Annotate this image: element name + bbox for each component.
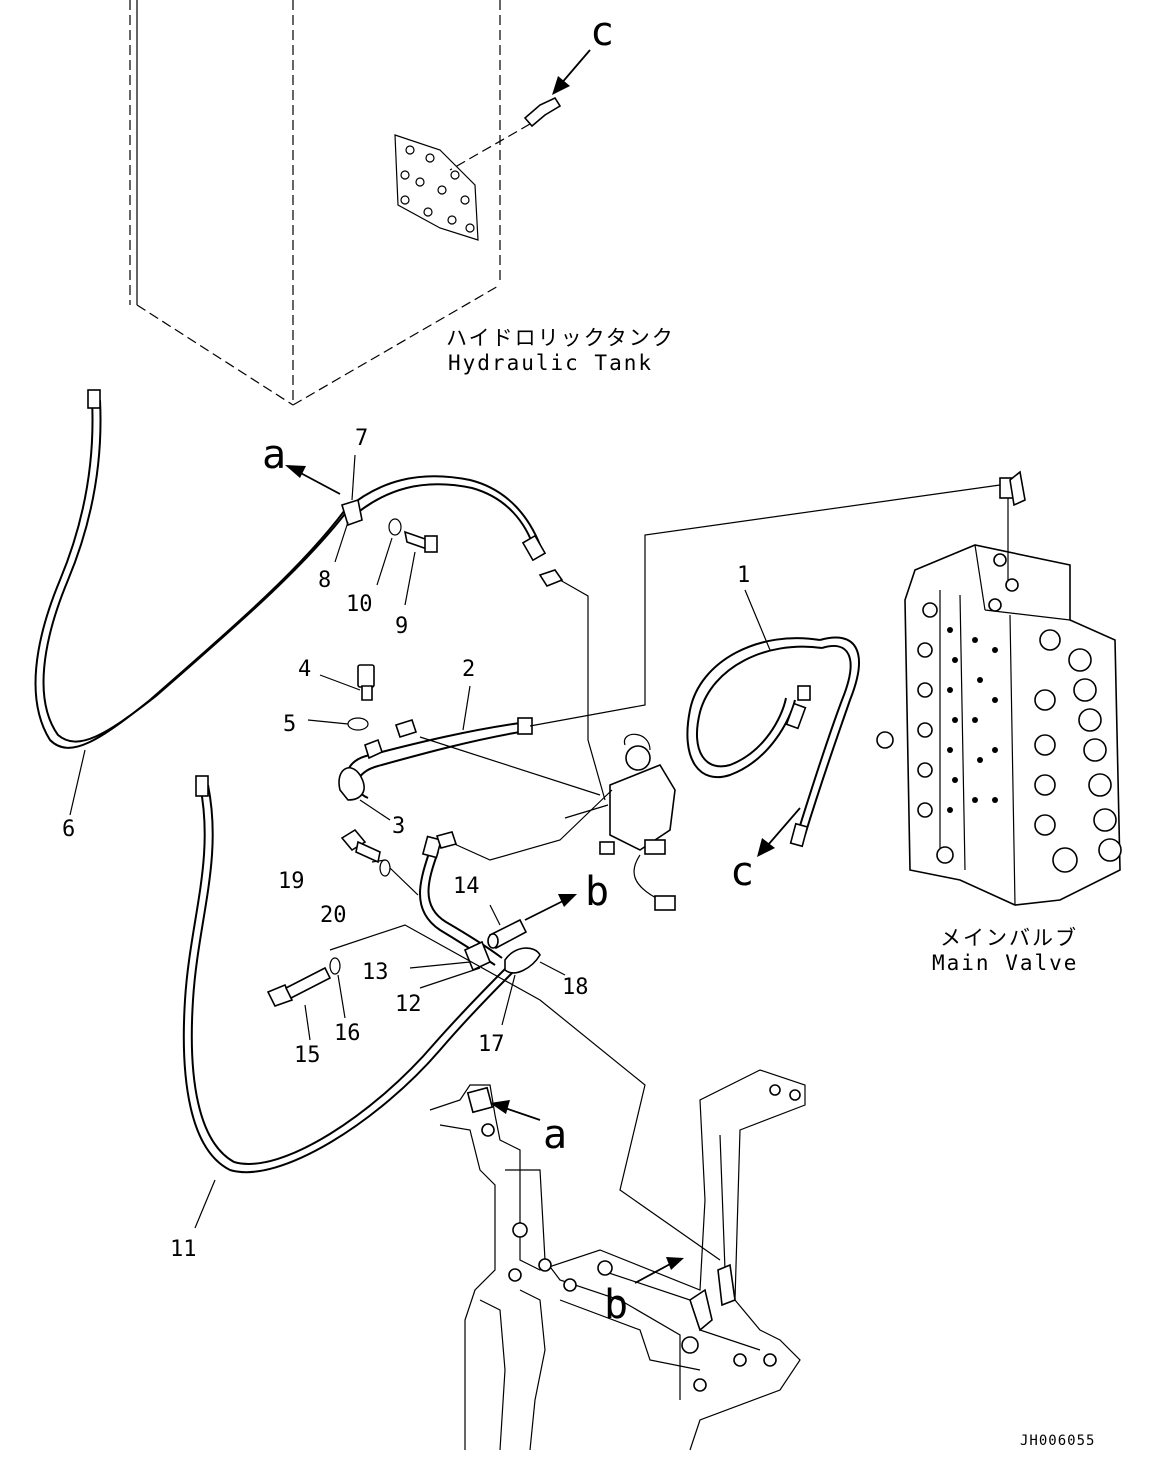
callout-12: 12 <box>395 992 422 1017</box>
drawing-code: JH006055 <box>1020 1433 1095 1449</box>
ref-b-bottom: b <box>604 1257 684 1328</box>
main-valve <box>876 470 1122 906</box>
callout-20: 20 <box>320 903 347 928</box>
tank-port-fitting <box>449 96 562 171</box>
ref-label-c-bottom: c <box>730 849 754 895</box>
callout-7: 7 <box>355 426 368 451</box>
tube-2 <box>346 685 533 799</box>
main-valve-spools <box>876 553 1122 873</box>
ref-b-middle: b <box>524 869 609 921</box>
main-valve-port-dots <box>947 627 998 813</box>
callout-5: 5 <box>283 712 296 737</box>
ref-c-top: c <box>552 9 614 95</box>
tank-label-en: Hydraulic Tank <box>448 351 653 375</box>
clamp-7 <box>341 498 363 527</box>
bolt-9 <box>403 530 438 553</box>
callout-17: 17 <box>478 1032 505 1057</box>
tank-label-jp: ハイドロリックタンク <box>446 326 675 350</box>
ref-label-a-bottom: a <box>543 1112 567 1158</box>
callout-4: 4 <box>298 657 311 682</box>
callout-13: 13 <box>362 960 389 985</box>
ref-label-a: a <box>262 432 286 478</box>
leader-tube2-valve <box>529 484 1001 727</box>
callout-9: 9 <box>395 614 408 639</box>
callout-8: 8 <box>318 568 331 593</box>
callout-2: 2 <box>462 657 475 682</box>
ref-a-bottom: a <box>490 1100 567 1158</box>
valve-label-jp: メインバルブ <box>940 926 1078 950</box>
main-valve-port-fitting <box>999 470 1026 580</box>
bolt-19 <box>340 828 381 864</box>
callout-18: 18 <box>562 975 589 1000</box>
callout-6: 6 <box>62 817 75 842</box>
callout-15: 15 <box>294 1043 321 1068</box>
ref-label-b-bottom: b <box>604 1282 628 1328</box>
clamp-12-13 <box>463 940 492 972</box>
valve-label-en: Main Valve <box>932 951 1078 975</box>
pipe-14 <box>487 918 528 950</box>
washer-5 <box>307 717 369 731</box>
elbow-fitting-upper <box>538 569 606 801</box>
tank-flange-plate <box>394 134 479 241</box>
callout-leaders <box>69 454 566 1229</box>
ref-label-c: c <box>590 9 614 55</box>
leader-elbow3-block <box>419 736 601 796</box>
solenoid-valve-block <box>449 733 676 911</box>
bolt-4 <box>319 664 375 701</box>
hose-upper <box>341 475 547 562</box>
hose-1 <box>686 589 860 848</box>
callout-10: 10 <box>346 592 373 617</box>
hose-6 <box>34 389 352 749</box>
washer-20 <box>379 859 419 896</box>
washer-10 <box>388 518 402 536</box>
ref-c-bottom: c <box>730 807 801 895</box>
callout-1: 1 <box>737 563 750 588</box>
washer-16 <box>329 957 341 975</box>
tube-lower <box>329 831 721 1261</box>
elbow-3 <box>338 767 391 821</box>
hose-11 <box>182 775 516 1174</box>
ref-a-top: a <box>262 432 341 495</box>
clamp-17-18 <box>504 947 541 974</box>
callout-numbers: 1 2 3 4 5 6 7 8 9 10 11 12 13 14 15 16 1… <box>62 426 750 1262</box>
callout-11: 11 <box>170 1237 197 1262</box>
ref-label-b: b <box>585 869 609 915</box>
callout-14: 14 <box>453 874 480 899</box>
callout-3: 3 <box>392 814 405 839</box>
callout-19: 19 <box>278 869 305 894</box>
hydraulic-tank <box>129 0 562 406</box>
callout-16: 16 <box>334 1021 361 1046</box>
revolving-frame <box>429 1069 806 1451</box>
bolt-15 <box>266 966 332 1007</box>
